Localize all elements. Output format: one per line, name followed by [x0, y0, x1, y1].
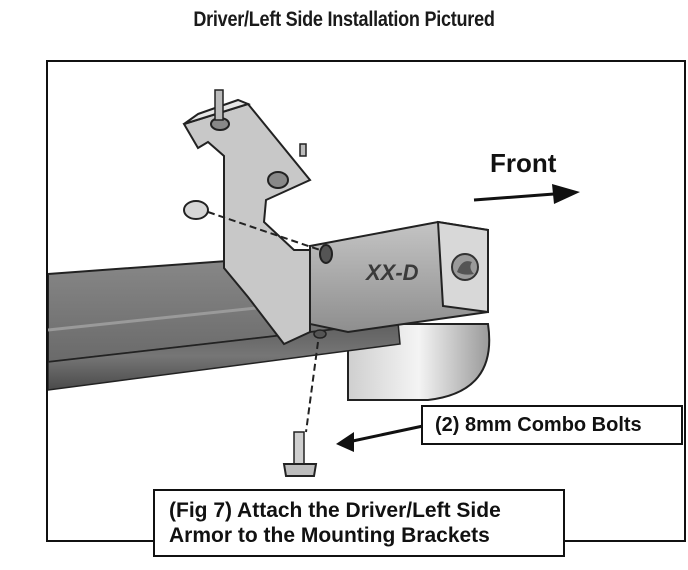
installation-illustration: Front XX-D [48, 89, 580, 477]
tube-marking: XX-D [364, 260, 419, 285]
page-title: Driver/Left Side Installation Pictured [193, 8, 495, 31]
side-bolt [183, 200, 209, 220]
figure-frame: Front XX-D [46, 60, 686, 542]
combo-bolt [293, 431, 305, 465]
receiver-bolt-hole [319, 244, 333, 264]
caption-line-2: Armor to the Mounting Brackets [169, 524, 490, 547]
caption-line-1: (Fig 7) Attach the Driver/Left Side [169, 499, 501, 522]
mounting-bracket [182, 102, 312, 346]
callout-arrow-icon [336, 432, 354, 452]
figure-caption: (Fig 7) Attach the Driver/Left Side Armo… [153, 489, 565, 557]
bolt-callout: (2) 8mm Combo Bolts [421, 405, 683, 445]
front-label: Front [490, 148, 557, 178]
front-arrow-icon [552, 184, 580, 204]
bracket-bolt-hole [267, 171, 289, 189]
